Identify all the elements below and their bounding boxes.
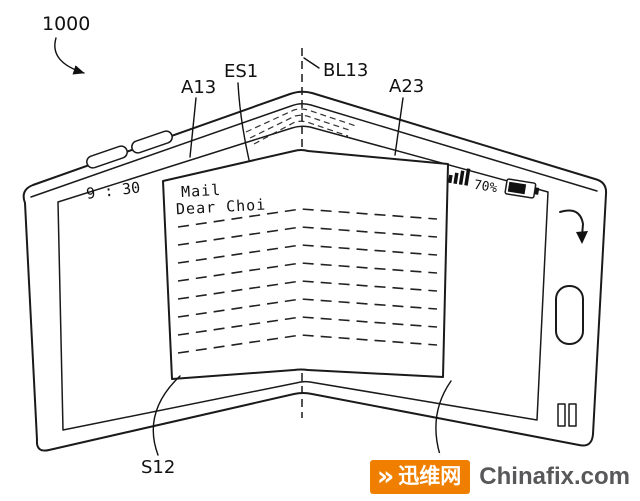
mail-text-dashes-row xyxy=(177,208,438,228)
label-a23-leader xyxy=(394,97,404,156)
mail-text-dashes-row xyxy=(177,298,438,318)
mail-window-greeting: Dear Choi xyxy=(176,196,267,219)
label-1000: 1000 xyxy=(42,13,90,35)
battery-percent: 70% xyxy=(473,178,499,197)
label-es1: ES1 xyxy=(224,61,258,82)
watermark: » 迅维网 Chinafix.com xyxy=(361,453,640,501)
mail-window-title: Mail xyxy=(181,181,222,201)
label-a13-leader xyxy=(189,97,197,158)
label-bl13-leader xyxy=(303,57,320,69)
mail-text-dashes-row xyxy=(177,262,438,282)
back-arrow-icon xyxy=(559,209,588,244)
label-1000-arrow xyxy=(54,37,85,75)
pause-bars-icon xyxy=(557,403,577,427)
label-a13: A13 xyxy=(181,77,216,98)
battery-icon xyxy=(504,178,540,199)
home-button-icon xyxy=(555,285,584,345)
label-s12: S12 xyxy=(141,457,175,478)
label-s12-leader xyxy=(152,375,181,456)
label-es1-leader xyxy=(237,82,250,161)
mail-window xyxy=(162,149,449,380)
chinafix-logo-icon: » 迅维网 xyxy=(369,460,471,494)
mail-text-dashes-row xyxy=(177,280,438,300)
volume-down-button xyxy=(131,130,173,154)
mail-text-dashes-row xyxy=(177,316,438,336)
label-s22-leader xyxy=(435,380,452,456)
mail-text-dashes-row xyxy=(177,244,438,264)
label-a23: A23 xyxy=(389,76,424,97)
hinge-dashes-1 xyxy=(245,108,357,133)
chevrons-icon: » xyxy=(376,461,395,492)
volume-buttons xyxy=(86,130,173,169)
label-bl13: BL13 xyxy=(323,60,368,81)
watermark-site-name: 迅维网 xyxy=(398,463,462,488)
mail-text-dashes-row xyxy=(177,226,438,246)
hinge-dashes-2 xyxy=(249,114,353,139)
device-top-rim-line xyxy=(30,102,598,198)
watermark-site-domain: Chinafix.com xyxy=(479,463,630,490)
screen-outline xyxy=(57,125,549,431)
signal-bars-icon xyxy=(447,168,471,186)
hinge-dashes-3 xyxy=(253,120,349,145)
mail-text-dashes-row xyxy=(177,334,438,354)
volume-up-button xyxy=(86,145,128,169)
status-right-group: 70% xyxy=(447,168,540,199)
